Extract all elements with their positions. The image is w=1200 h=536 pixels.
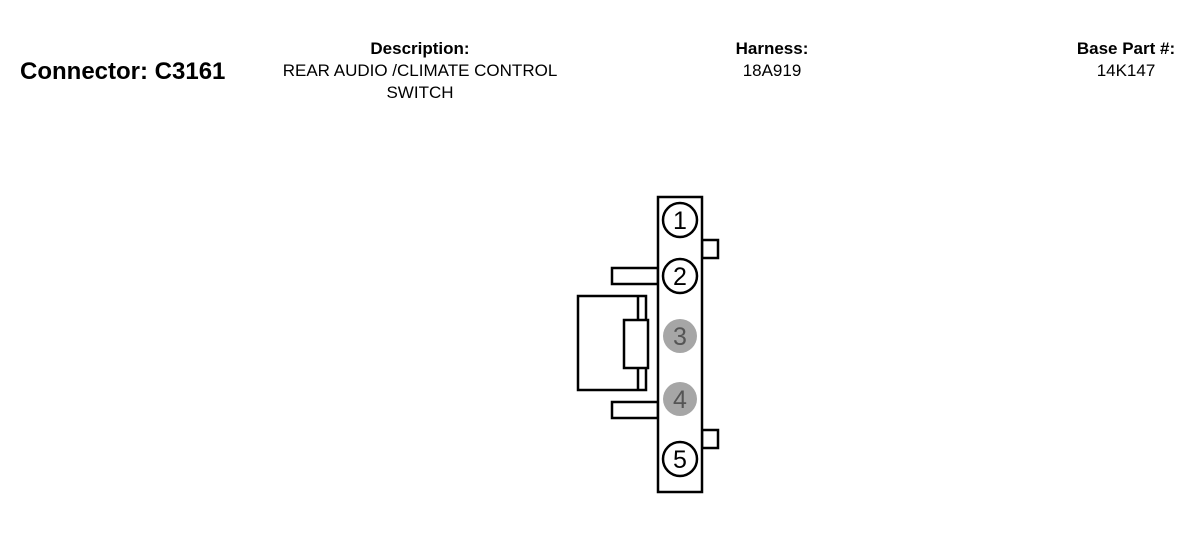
description-field: Description: REAR AUDIO /CLIMATE CONTROL… bbox=[250, 38, 590, 104]
pin-2-cavity bbox=[661, 257, 699, 295]
base-part-label: Base Part #: bbox=[1076, 39, 1176, 58]
connector-housing bbox=[576, 195, 720, 494]
pin-group: 1 2 3 4 5 bbox=[661, 201, 699, 478]
pin-1-cavity bbox=[661, 201, 699, 239]
pin-4-label: 4 bbox=[673, 386, 687, 414]
harness-label: Harness: bbox=[735, 39, 809, 58]
latch-tab-upper bbox=[700, 238, 720, 260]
pin-3-label: 3 bbox=[673, 323, 687, 351]
harness-value: 18A919 bbox=[742, 61, 802, 80]
base-part-field: Base Part #: 14K147 bbox=[1026, 38, 1200, 82]
pin-2-label: 2 bbox=[673, 263, 687, 291]
base-part-value: 14K147 bbox=[1096, 61, 1156, 80]
description-value-line2: SWITCH bbox=[386, 83, 454, 102]
pin-5-label: 5 bbox=[673, 446, 687, 474]
rib-upper bbox=[610, 266, 660, 286]
description-value-line1: REAR AUDIO /CLIMATE CONTROL bbox=[282, 61, 558, 80]
description-label: Description: bbox=[370, 39, 470, 58]
lock-block-inner bbox=[622, 318, 650, 370]
latch-tab-lower bbox=[700, 428, 720, 450]
pin-3-cavity bbox=[663, 319, 697, 353]
harness-field: Harness: 18A919 bbox=[672, 38, 872, 82]
pin-4-cavity bbox=[663, 382, 697, 416]
pin-5-cavity bbox=[661, 440, 699, 478]
rib-lower bbox=[610, 400, 660, 420]
connector-id: Connector: C3161 bbox=[20, 58, 226, 85]
pin-1-label: 1 bbox=[673, 207, 687, 235]
